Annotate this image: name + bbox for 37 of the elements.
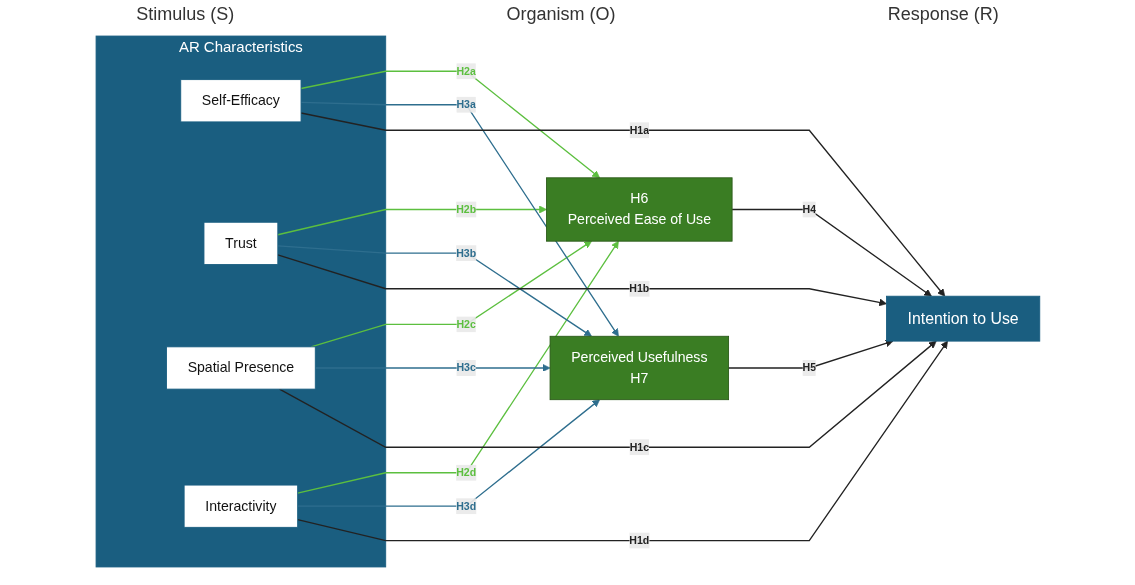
stage-heading: Response (R) (887, 4, 999, 25)
edge-label: H1b (628, 282, 649, 295)
node-box: H6 Perceived Ease of Use (545, 177, 733, 242)
arrow (727, 339, 893, 369)
edge-label: H3a (456, 98, 476, 111)
arrow (731, 208, 932, 297)
edge-label: H1d (628, 534, 649, 547)
edge-label: H2d (455, 466, 476, 479)
arrow (278, 340, 937, 448)
edge-label: H3b (455, 246, 476, 260)
arrow (276, 254, 887, 307)
edge-label: H2a (456, 65, 476, 78)
stage-heading: Organism (O) (506, 4, 616, 25)
arrow (296, 340, 948, 542)
node-box: Perceived Usefulness H7 (549, 335, 729, 401)
arrow (276, 205, 547, 236)
arrow (299, 112, 945, 297)
arrow (296, 399, 600, 507)
arrow (299, 101, 619, 337)
edge-label: H1a (629, 124, 649, 137)
node-box: Trust (203, 221, 278, 265)
arrow (314, 364, 550, 372)
edge-label: H3c (456, 361, 476, 375)
node-box: Spatial Presence (165, 346, 316, 390)
edge-label: H5 (802, 361, 816, 375)
node-box: Interactivity (183, 484, 298, 528)
edge-label: H3d (455, 500, 476, 513)
node-box: Intention to Use (885, 295, 1040, 342)
arrow (299, 70, 600, 179)
edge-label: H4 (802, 203, 816, 216)
node-box: Self-Efficacy (179, 79, 302, 123)
stage-heading: Stimulus (S) (136, 4, 235, 25)
edge-label: H2b (455, 203, 476, 216)
edge-label: H2c (456, 318, 476, 331)
arrow (276, 245, 592, 337)
arrow (296, 240, 619, 494)
edge-label: H1c (629, 441, 649, 454)
